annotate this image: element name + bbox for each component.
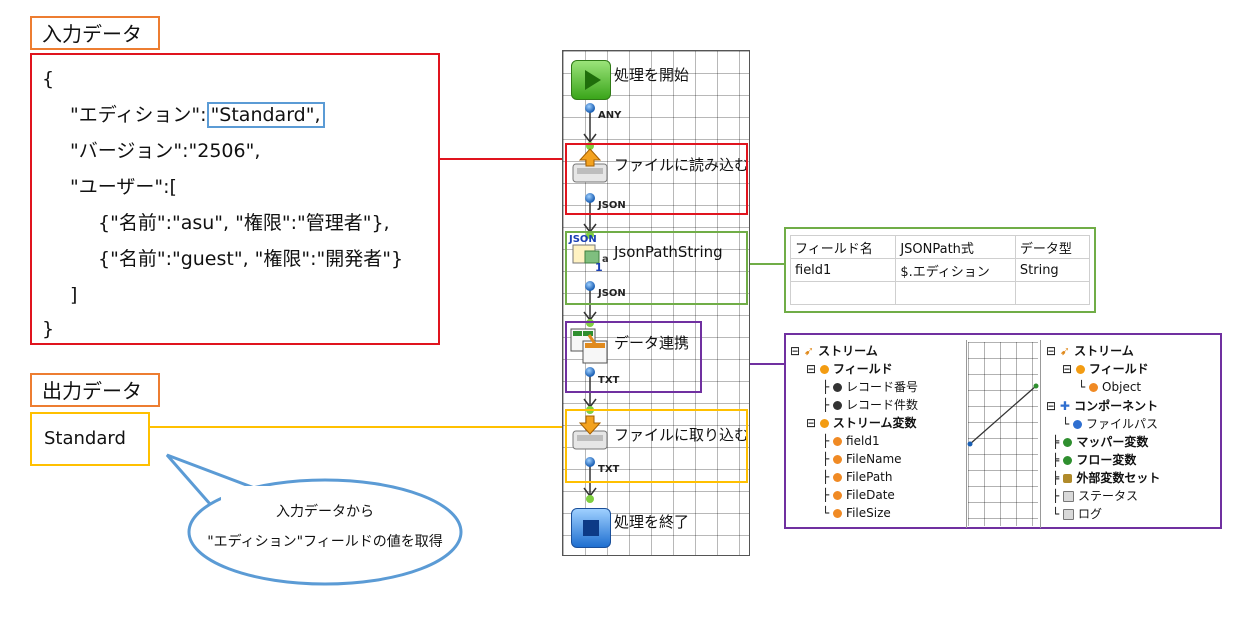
code-line: "ユーザー":[ [70,176,177,198]
port-dot [585,193,595,203]
highlight-read [565,143,748,215]
mapper-panel [784,333,1222,529]
code-line: "エディション":"Standard", [70,102,325,128]
speech-bubble [165,453,463,586]
tree-right-stream[interactable]: ⊟ ➹ ストリーム [1046,344,1134,358]
input-port-dot [586,231,594,239]
data-mapping-icon[interactable] [569,325,609,365]
mapping-line [967,383,1039,447]
file-write-icon[interactable] [570,413,610,453]
tree-left-record-count[interactable]: ├ レコード件数 [822,398,919,412]
highlight-write [565,409,748,483]
tree-left-stream-vars[interactable]: ⊟ ストリーム変数 [806,416,917,430]
header-jsonpath: JSONPath式 [895,235,1016,259]
tree-left-stream[interactable]: ⊟ ➹ ストリーム [790,344,878,358]
mapper-divider [966,340,967,528]
cell-field[interactable]: field1 [789,258,897,282]
header-datatype: データ型 [1014,235,1091,259]
node-label-write[interactable]: ファイルに取り込む [614,426,750,444]
svg-text:1: 1 [595,261,603,274]
output-value-box: Standard [30,412,150,466]
flow-arrows [583,103,597,503]
tree-left-var[interactable]: ├ FileDate [822,488,895,502]
port-label-json: JSON [598,288,626,299]
input-section-title: 入力データ [30,16,160,50]
tree-left-var[interactable]: ├ FileName [822,452,902,466]
tree-left-field[interactable]: ⊟ フィールド [806,362,893,376]
bubble-line-2: "エディション"フィールドの値を取得 [207,534,443,550]
empty-cell[interactable] [895,281,1016,305]
highlighted-value: "Standard", [206,102,325,128]
svg-text:a: a [602,254,609,265]
node-label-end[interactable]: 処理を終了 [614,513,690,531]
tree-left-var[interactable]: ├ field1 [822,434,880,448]
code-line: ] [70,284,78,306]
cell-datatype[interactable]: String [1014,258,1091,282]
jsonpath-table: フィールド名 JSONPath式 データ型 field1 $.エディション St… [784,227,1096,313]
tree-right-ext-var-set[interactable]: ╞ 外部変数セット [1052,471,1161,485]
output-value: Standard [44,428,126,449]
tree-right-flow-var[interactable]: ╞ フロー変数 [1052,453,1137,467]
tree-right-filepath[interactable]: └ ファイルパス [1062,417,1159,431]
node-label-start[interactable]: 処理を開始 [614,66,690,84]
tree-right-component[interactable]: ⊟ ✚ コンポーネント [1046,399,1159,413]
bubble-line-1: 入力データから [276,504,374,520]
output-section-title: 出力データ [30,373,160,407]
tree-right-log[interactable]: └ ログ [1052,507,1103,521]
port-label-json: JSON [598,200,626,211]
json-icon-text: JSON [569,234,597,245]
input-port-dot [586,495,594,503]
json-input-box: { "エディション":"Standard", "バージョン":"2506", "… [30,53,440,345]
cell-jsonpath[interactable]: $.エディション [895,258,1016,282]
node-label-mapping[interactable]: データ連携 [614,334,690,352]
tree-right-field[interactable]: ⊟ フィールド [1062,362,1149,376]
tree-right-mapper-var[interactable]: ╞ マッパー変数 [1052,435,1149,449]
header-field-name: フィールド名 [789,235,897,259]
tree-left-var[interactable]: ├ FilePath [822,470,893,484]
port-label-txt: TXT [598,375,620,386]
mapper-divider [1040,340,1041,528]
code-line: } [42,318,55,340]
end-icon[interactable] [571,508,611,548]
start-icon[interactable] [571,60,611,100]
port-dot [585,103,595,113]
code-line: { [42,68,55,90]
port-dot [585,281,595,291]
port-label-any: ANY [598,110,622,121]
file-read-icon[interactable] [570,146,610,186]
port-dot [585,457,595,467]
node-label-read[interactable]: ファイルに読み込む [614,156,750,174]
port-dot [585,367,595,377]
code-line: {"名前":"guest", "権限":"開発者"} [98,248,404,270]
highlight-jsonpath [565,231,748,305]
speech-bubble-text: 入力データから "エディション"フィールドの値を取得 [195,497,455,557]
tree-right-object[interactable]: └ Object [1078,380,1142,394]
port-label-txt: TXT [598,464,620,475]
tree-right-status[interactable]: ├ ステータス [1052,489,1139,503]
jsonpath-icon[interactable]: 1 a JSON [569,234,611,275]
tree-left-var[interactable]: └ FileSize [822,506,891,520]
empty-cell[interactable] [789,281,897,305]
tree-left-record-no[interactable]: ├ レコード番号 [822,380,919,394]
code-line: "バージョン":"2506", [70,140,261,162]
code-line: {"名前":"asu", "権限":"管理者"}, [98,212,390,234]
empty-cell[interactable] [1014,281,1091,305]
node-label-jsonpath[interactable]: JsonPathString [614,243,723,261]
highlight-mapping [565,321,702,393]
mapper-grid [968,342,1038,526]
bubble-mask [221,486,281,506]
